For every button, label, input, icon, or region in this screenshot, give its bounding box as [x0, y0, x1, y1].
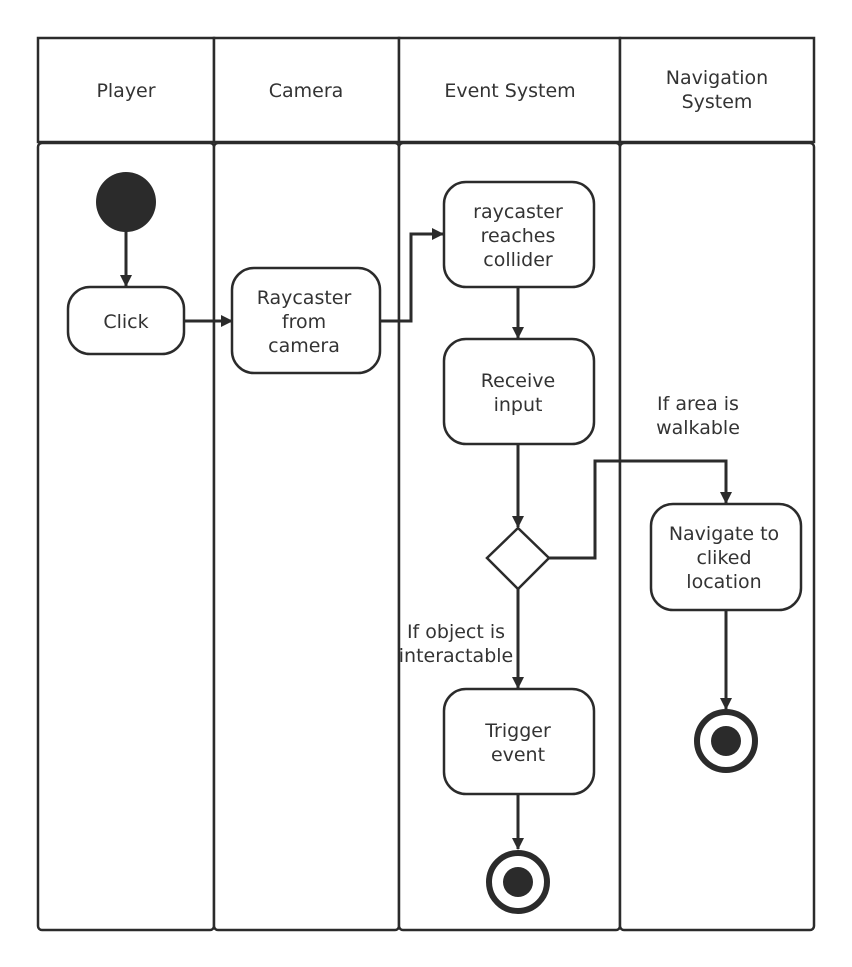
edges [120, 228, 732, 850]
decision-node [485, 526, 551, 591]
lane-label-camera: Camera [269, 80, 344, 102]
final-node-event [486, 850, 550, 914]
lane-header-nav [618, 36, 816, 144]
final-node-nav [694, 709, 758, 773]
action-receive-input [442, 337, 596, 446]
lane-label-event: Event System [444, 80, 575, 102]
initial-node [96, 172, 156, 232]
edge-raycaster-to-collider [380, 228, 444, 323]
action-trigger-event [442, 687, 596, 796]
lane-header-player [36, 36, 216, 144]
edge-decision-to-navigate [549, 459, 732, 560]
action-click [66, 285, 186, 356]
action-navigate [649, 502, 803, 612]
action-click-label: Click [103, 311, 148, 333]
lane-header-event [397, 36, 622, 144]
action-raycaster-from-camera [230, 266, 382, 375]
lane-label-player: Player [96, 80, 155, 102]
action-raycaster-reaches-collider [442, 180, 596, 289]
lane-body-camera [212, 141, 401, 932]
lane-header-camera [212, 36, 401, 144]
